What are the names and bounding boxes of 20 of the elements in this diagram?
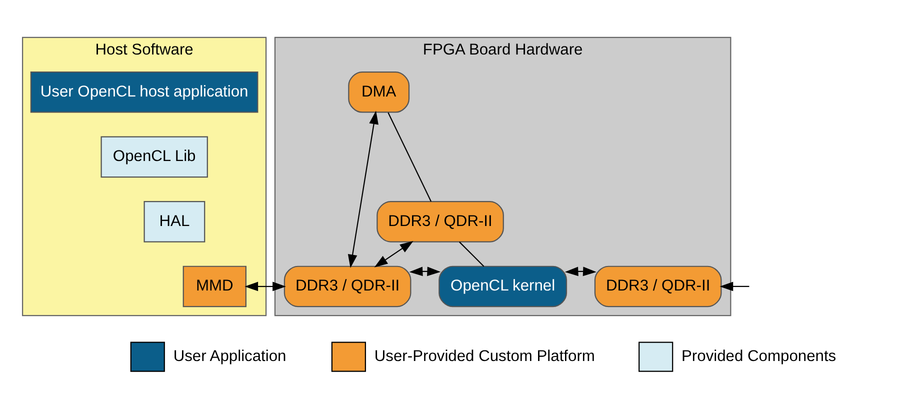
node-box: OpenCL Lib xyxy=(100,136,208,178)
node-box: DMA xyxy=(348,70,410,112)
arrow xyxy=(409,266,441,276)
arrow xyxy=(374,240,414,267)
arrow xyxy=(564,266,596,276)
connector xyxy=(388,112,432,202)
arrow xyxy=(244,281,286,291)
node-box: User OpenCL host application xyxy=(30,70,258,112)
node-box: HAL xyxy=(144,200,206,242)
legend-label: User-Provided Custom Platform xyxy=(374,347,595,364)
node-box: MMD xyxy=(182,265,246,307)
node-box: DDR3 / QDR-II xyxy=(376,200,504,242)
node-box: DDR3 / QDR-II xyxy=(284,265,412,307)
legend-label: Provided Components xyxy=(682,347,836,364)
node-box: DDR3 / QDR-II xyxy=(594,265,722,307)
arrow xyxy=(720,281,750,291)
arrow xyxy=(348,110,378,268)
legend-label: User Application xyxy=(173,347,286,364)
node-box: OpenCL kernel xyxy=(438,265,568,307)
connector xyxy=(459,241,484,266)
